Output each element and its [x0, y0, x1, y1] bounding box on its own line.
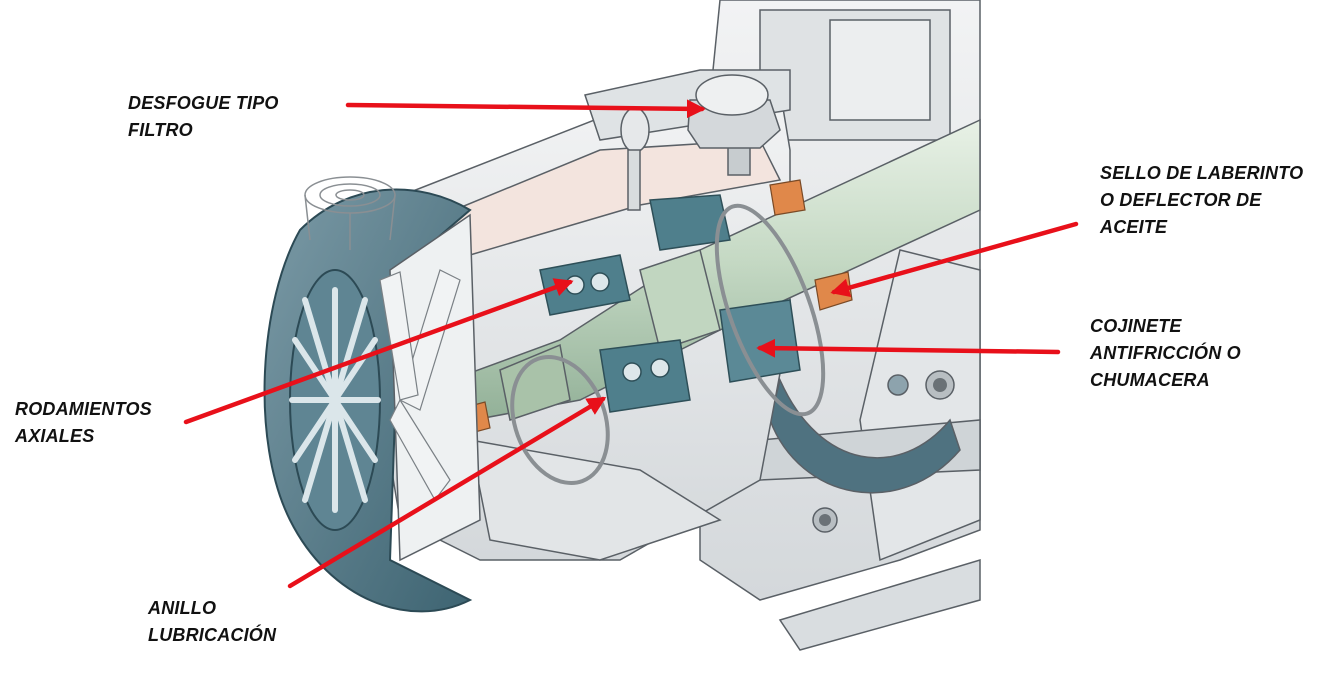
label-labyrinth-seal: SELLO DE LABERINTO O DEFLECTOR DE ACEITE	[1100, 163, 1304, 237]
casing-bolt-holes	[812, 370, 955, 533]
arrow-cojinete	[756, 338, 1061, 358]
label-thrust-bearings: RODAMIENTOS AXIALES	[15, 399, 152, 446]
cooling-fan	[379, 269, 461, 502]
bearings	[539, 194, 801, 413]
arrow-rodamientos	[183, 278, 574, 425]
vent-wire-basket	[304, 176, 396, 250]
arrow-desfogue	[345, 99, 706, 119]
shaft	[395, 118, 981, 431]
label-filter-vent: DESFOGUE TIPO FILTRO	[128, 93, 279, 140]
callout-arrows	[183, 99, 1079, 589]
filter-vent	[687, 74, 781, 176]
arrow-anillo	[287, 396, 607, 589]
fan-guard	[263, 188, 481, 613]
label-bearing: COJINETE ANTIFRICCIÓN O CHUMACERA	[1090, 316, 1241, 390]
arrow-sello	[830, 221, 1079, 298]
label-lubrication-ring: ANILLO LUBRICACIÓN	[148, 598, 277, 645]
eye-bolt	[620, 107, 650, 211]
